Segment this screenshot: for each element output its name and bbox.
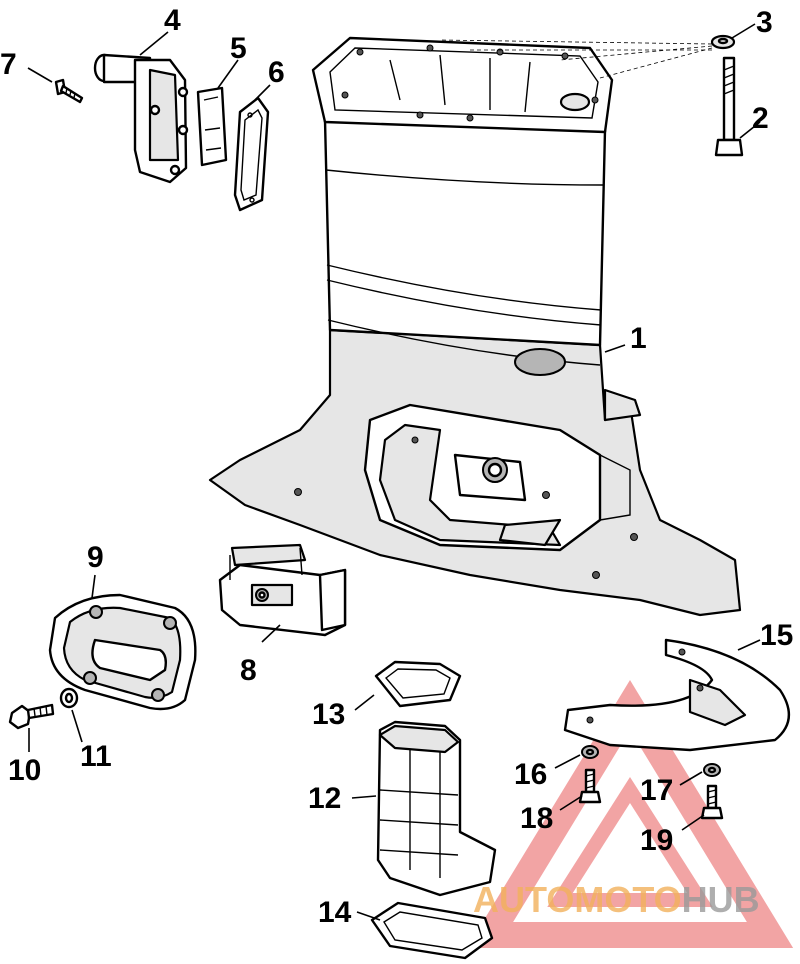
callout-17: 17	[640, 774, 673, 807]
watermark-text-part2: HUB	[682, 879, 760, 920]
driveshaft-housing	[208, 36, 742, 617]
watermark-logo	[466, 679, 794, 948]
cover-gasket-small	[196, 86, 228, 167]
callout-1: 1	[630, 322, 647, 355]
exhaust-gasket-lower	[370, 901, 494, 960]
washer-17	[703, 763, 721, 777]
washer-16	[581, 745, 599, 759]
callout-13: 13	[312, 698, 345, 731]
callout-15: 15	[760, 619, 793, 652]
cover-washer	[59, 687, 79, 709]
watermark-text-part1: AUTOMOTO	[473, 879, 682, 920]
cover-plate	[48, 593, 197, 711]
cover-bolt	[8, 703, 55, 730]
callout-16: 16	[514, 758, 547, 791]
leader-lines	[27, 23, 761, 921]
callout-8: 8	[240, 654, 257, 687]
callout-2: 2	[752, 102, 769, 135]
callout-9: 9	[87, 541, 104, 574]
callout-10: 10	[8, 754, 41, 787]
callout-18: 18	[520, 802, 553, 835]
callout-12: 12	[308, 782, 341, 815]
screw-small	[54, 78, 84, 104]
callout-14: 14	[318, 896, 352, 929]
watermark-text: AUTOMOTOHUB	[473, 879, 760, 920]
water-tube-bracket	[93, 53, 189, 184]
alignment-lines	[439, 39, 713, 79]
callout-7: 7	[0, 48, 17, 81]
long-bolt	[714, 56, 744, 157]
lower-mount-bracket	[218, 543, 347, 637]
callout-3: 3	[756, 6, 773, 39]
anti-cavitation-plate	[563, 638, 790, 752]
watermark-triangle-inner	[547, 776, 713, 907]
flange-bolt-holes	[341, 44, 599, 122]
callout-19: 19	[640, 824, 673, 857]
callout-4: 4	[164, 4, 181, 37]
screw-19	[700, 784, 724, 820]
exhaust-tube	[376, 720, 497, 897]
callout-labels: 1 2 3 4 5 6 7 8 9 10 11 12 13 14 15 16 1…	[0, 4, 793, 929]
callout-11: 11	[80, 740, 112, 773]
watermark-triangle	[466, 679, 794, 948]
screw-18	[578, 768, 602, 804]
washer-top	[710, 34, 736, 50]
callout-6: 6	[268, 56, 285, 89]
callout-5: 5	[230, 32, 247, 65]
exhaust-gasket-upper	[374, 660, 462, 708]
cover-gasket	[233, 96, 270, 212]
